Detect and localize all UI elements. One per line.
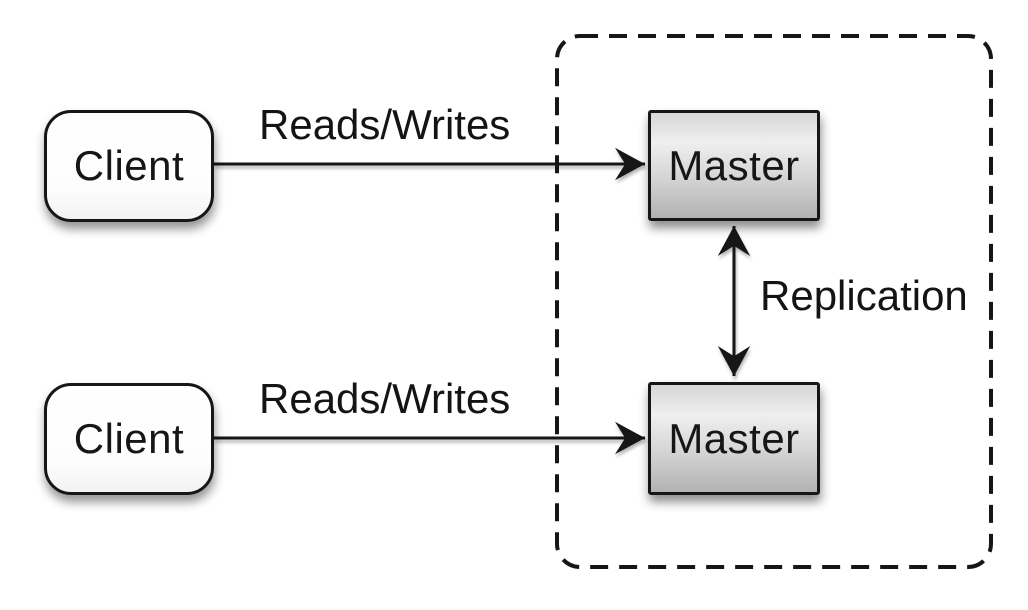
client-node-bottom-label: Client (73, 415, 185, 462)
reads-writes-label-bottom: Reads/Writes (259, 375, 511, 422)
master-node-bottom: Master (648, 382, 820, 495)
reads-writes-label-top: Reads/Writes (259, 101, 511, 148)
client-node-top: Client (44, 110, 214, 222)
master-node-bottom-label: Master (668, 414, 800, 462)
replication-cluster-border (555, 34, 993, 569)
replication-label: Replication (760, 272, 968, 319)
client-node-top-label: Client (73, 142, 185, 189)
client-node-bottom: Client (44, 383, 214, 495)
master-node-top-label: Master (668, 141, 800, 189)
master-node-top: Master (648, 110, 820, 221)
